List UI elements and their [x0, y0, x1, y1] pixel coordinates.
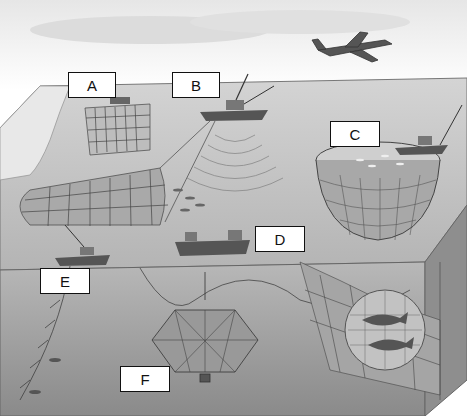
letter-label: F	[140, 371, 149, 388]
letter-label-box: B	[172, 72, 220, 98]
letter-label: B	[191, 77, 201, 94]
letter-label-box: D	[255, 226, 305, 252]
letter-label-box: A	[68, 72, 116, 98]
letter-label-box: C	[330, 121, 380, 147]
letter-label: D	[275, 231, 286, 248]
letter-label-box: E	[40, 268, 90, 294]
letter-label: E	[60, 273, 70, 290]
letter-label: C	[350, 126, 361, 143]
letter-label: A	[87, 77, 97, 94]
letter-label-box: F	[120, 366, 170, 392]
